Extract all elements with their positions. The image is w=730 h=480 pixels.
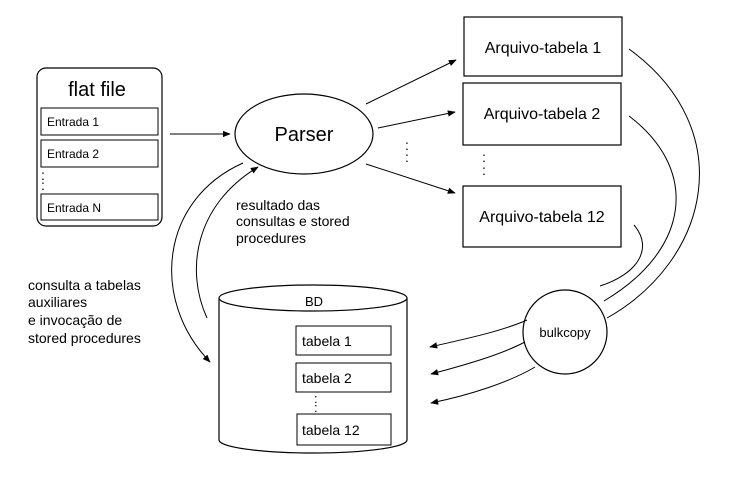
annotation-line: stored procedures (28, 330, 141, 346)
curve-file1-bulkcopy (606, 48, 700, 319)
database-table: tabela 1 (302, 333, 352, 349)
bulkcopy-node: bulkcopy (522, 289, 608, 375)
database-table: tabela 12 (302, 422, 360, 438)
arrow-parser-file2 (377, 110, 456, 129)
arrow-bulkcopy-table2 (430, 341, 526, 376)
annotation-line: consulta a tabelas (28, 277, 141, 293)
output-files-ellipsis: : (482, 149, 486, 165)
bulkcopy-label: bulkcopy (539, 325, 591, 340)
arrow-bulkcopy-table12 (430, 366, 536, 405)
annotation-line: procedures (236, 230, 306, 246)
database-ellipsis: : (314, 391, 318, 406)
output-file-label: Arquivo-tabela 2 (484, 106, 601, 123)
flat-file: flat file Entrada 1 Entrada 2 : : Entrad… (36, 67, 163, 227)
arrows-ellipsis: : (405, 137, 409, 153)
output-file: Arquivo-tabela 1 (463, 16, 623, 77)
database-label: BD (305, 294, 323, 309)
annotation-line: e invocação de (28, 312, 122, 328)
arrow-parser-file12 (365, 163, 456, 194)
output-files-ellipsis: : (482, 162, 486, 178)
output-file-label: Arquivo-tabela 12 (479, 209, 605, 226)
results-annotation: resultado das consultas e stored procedu… (236, 197, 350, 246)
arrow-database-parser (195, 166, 259, 319)
output-file: Arquivo-tabela 2 (462, 82, 622, 146)
flat-file-title: flat file (68, 79, 126, 101)
flat-file-entry: Entrada N (47, 201, 101, 215)
arrow-parser-database (171, 162, 244, 363)
flat-file-entry: Entrada 1 (47, 115, 99, 129)
output-file-label: Arquivo-tabela 1 (485, 40, 602, 57)
database-table: tabela 2 (302, 370, 352, 386)
curve-file12-bulkcopy (599, 224, 644, 287)
database-node: BD tabela 1 tabela 2 : : tabela 12 (218, 284, 408, 454)
database-ellipsis: : (314, 400, 318, 415)
parser-node: Parser (234, 93, 374, 175)
flat-file-ellipsis: : (41, 167, 45, 183)
arrow-bulkcopy-table1 (429, 319, 528, 349)
output-file: Arquivo-tabela 12 (462, 185, 622, 248)
annotation-line: auxiliares (28, 294, 87, 310)
arrows-ellipsis: : (405, 149, 409, 165)
flat-file-entry: Entrada 2 (47, 147, 99, 161)
arrow-parser-file1 (365, 59, 457, 105)
curve-file2-bulkcopy (603, 115, 677, 302)
parser-label: Parser (275, 124, 334, 146)
queries-annotation: consulta a tabelas auxiliares e invocaçã… (28, 277, 141, 346)
flat-file-ellipsis: : (41, 177, 45, 193)
annotation-line: consultas e stored (236, 213, 350, 229)
annotation-line: resultado das (236, 197, 320, 213)
